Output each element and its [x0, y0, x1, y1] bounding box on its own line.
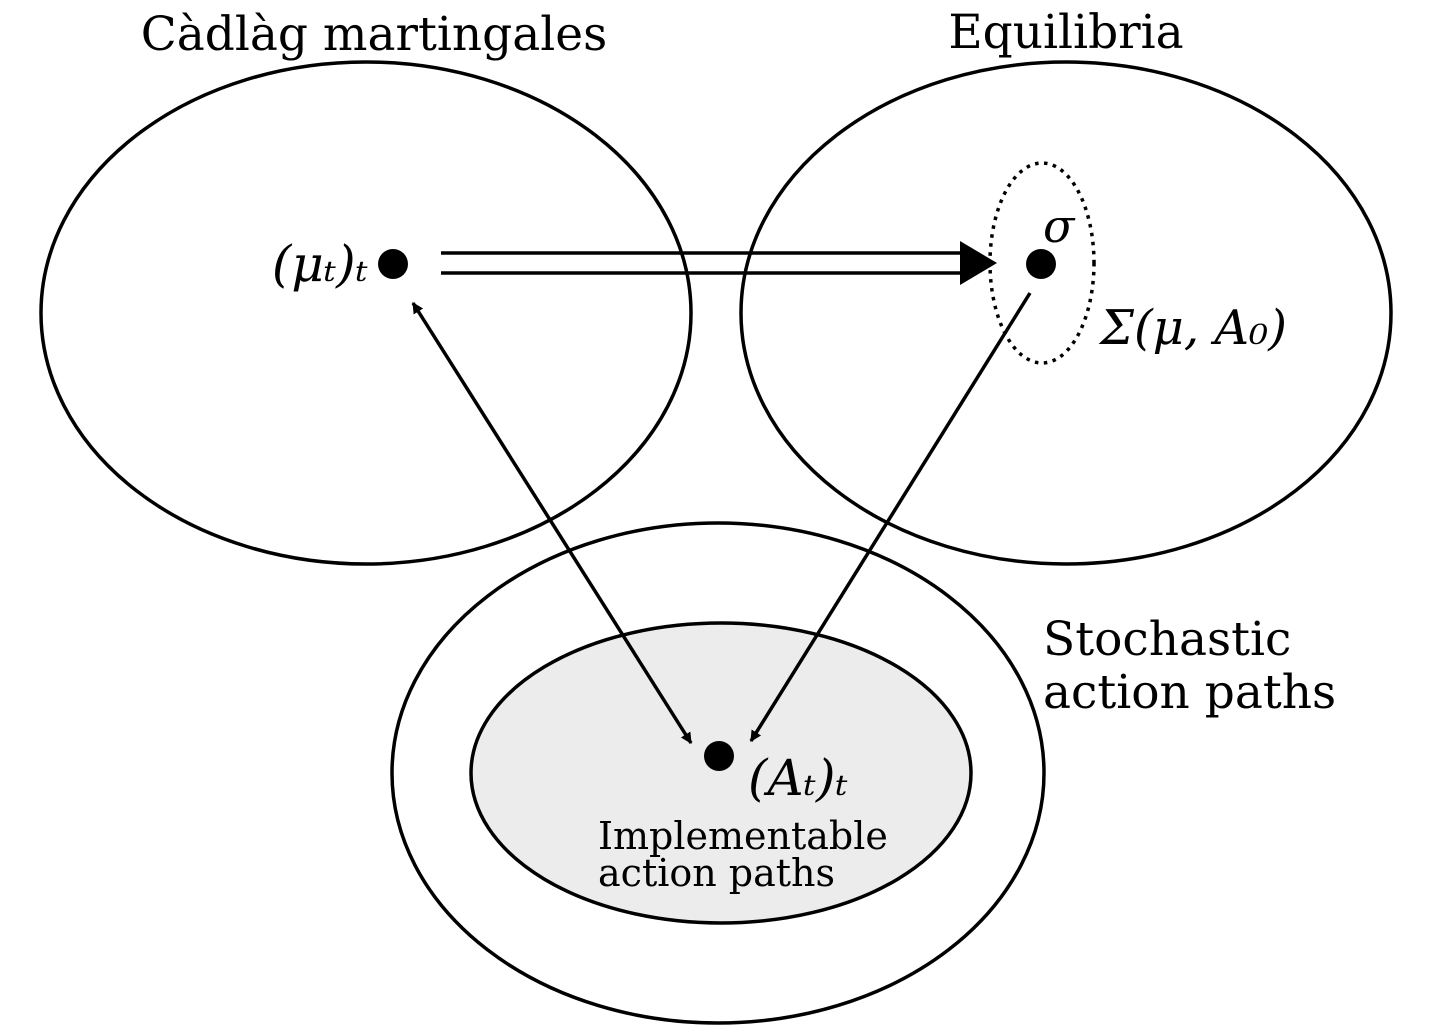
mu-point: [378, 249, 408, 279]
martingales-set: [39, 60, 693, 566]
martingales-title: Càdlàg martingales: [141, 7, 607, 62]
equilibria-set: [739, 60, 1393, 566]
sigma-label: σ: [1043, 199, 1076, 253]
bidirectional-arrow: [411, 302, 693, 744]
stochastic-title-line1: Stochastic: [1043, 612, 1291, 667]
double-arrow-head: [960, 241, 997, 285]
stochastic-title-line2: action paths: [1043, 665, 1336, 720]
A-label: (Aₜ)ₜ: [748, 749, 848, 807]
equilibria-title: Equilibria: [948, 5, 1183, 60]
implementable-title-line2: action paths: [598, 851, 835, 895]
sigma-to-A-arrow: [749, 292, 1032, 742]
stochastic-action-paths-set: [390, 521, 1046, 1025]
implementable-title-line1: Implementable: [598, 814, 888, 858]
equilibrium-subset-label: Σ(μ, A₀): [1098, 300, 1287, 356]
A-point: [704, 741, 734, 771]
double-arrow: [441, 241, 997, 285]
sigma-point: [1026, 249, 1056, 279]
mu-label: (μₜ)ₜ: [272, 235, 368, 293]
